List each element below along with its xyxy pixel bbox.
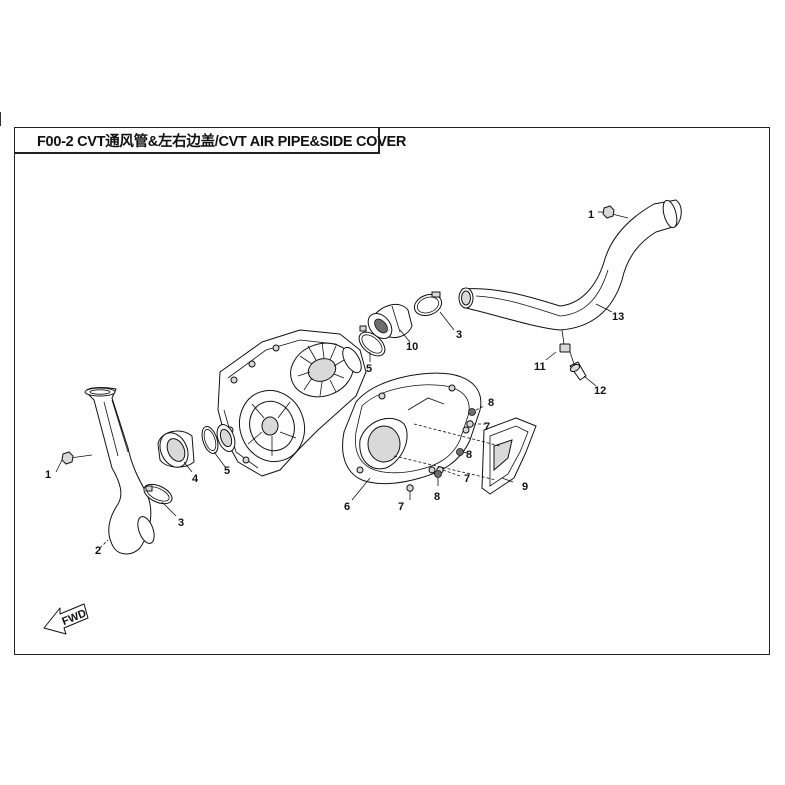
drain-cap-12: [569, 351, 587, 381]
rubber-sleeve-4: [157, 430, 195, 468]
drawing-frame: [14, 127, 770, 655]
callout-12: 12: [594, 385, 606, 397]
cvt-housing: [216, 329, 367, 477]
grommet-8-lower: [434, 470, 442, 486]
callout-7-lower: 7: [398, 501, 404, 513]
callout-8-upper: 8: [488, 397, 494, 409]
callout-11: 11: [534, 361, 546, 373]
nut-1-left: [61, 451, 93, 465]
callout-8-lower: 8: [434, 491, 440, 503]
grommet-8-middle: [456, 448, 469, 456]
callout-3-left: 3: [178, 517, 184, 529]
callout-9: 9: [522, 481, 528, 493]
front-air-pipe: [84, 387, 155, 555]
callout-7-upper: 7: [484, 421, 490, 433]
side-cover-6: [342, 372, 482, 485]
callout-5-left: 5: [224, 465, 230, 477]
callout-numbers: 1 2 3 4 5 5 10 3 6 7 8 7 8 7 8 9 11 12 1…: [45, 209, 624, 557]
callout-1-upper: 1: [588, 209, 594, 221]
ring-clamp-5-left: [201, 426, 219, 454]
cover-plate-9: [481, 417, 537, 495]
elbow-sleeve-10: [367, 303, 413, 340]
callout-13: 13: [612, 311, 624, 323]
rear-air-pipe-13: [458, 199, 682, 331]
title-box: F00-2 CVT通风管&左右边盖/CVT AIR PIPE&SIDE COVE…: [14, 127, 406, 154]
grommet-8-upper: [468, 405, 485, 416]
callout-5-upper: 5: [366, 363, 372, 375]
callout-7-middle: 7: [464, 473, 470, 485]
fwd-label: FWD: [60, 607, 88, 628]
callout-2: 2: [95, 545, 101, 557]
callout-3-upper: 3: [456, 329, 462, 341]
fitting-11: [559, 329, 571, 353]
callout-4: 4: [192, 473, 199, 485]
callout-8-middle: 8: [466, 449, 472, 461]
callout-6: 6: [344, 501, 350, 513]
leader-lines: [55, 211, 613, 549]
hose-clamp-3-left: [143, 483, 173, 505]
callout-10: 10: [406, 341, 418, 353]
nut-1-upper: [602, 205, 615, 219]
bolt-7-upper: [466, 420, 486, 428]
bolt-7-lower: [406, 484, 414, 500]
diagram-title: F00-2 CVT通风管&左右边盖/CVT AIR PIPE&SIDE COVE…: [37, 133, 407, 150]
crop-mark: [0, 112, 4, 126]
hose-clamp-3-upper: [413, 291, 443, 317]
callout-1-left: 1: [45, 469, 51, 481]
fwd-arrow: FWD: [43, 603, 89, 635]
